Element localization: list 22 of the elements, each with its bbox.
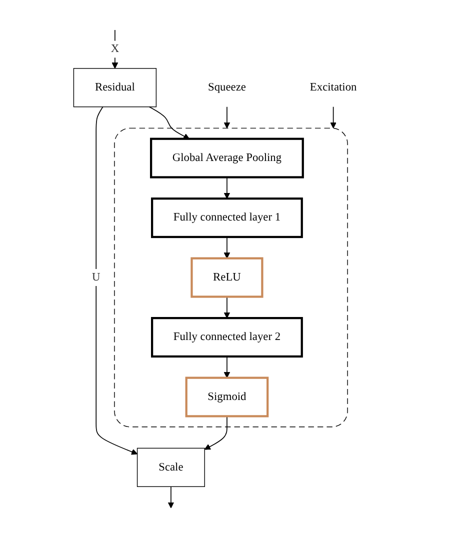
text-label: Squeeze (208, 81, 246, 94)
edge-label: U (92, 269, 100, 286)
dashed-group (114, 128, 348, 428)
activation-box: ReLU (190, 257, 263, 298)
process-box: Residual (72, 68, 156, 108)
arrow (223, 236, 230, 259)
arrow (223, 176, 230, 199)
arrow (223, 296, 230, 318)
edge-label: X (110, 40, 119, 58)
arrow (95, 106, 138, 455)
process-box: Scale (136, 448, 205, 487)
arrow (330, 106, 336, 128)
process-box: Fully connected layer 1 (150, 198, 303, 238)
arrow (148, 106, 190, 140)
arrow (223, 356, 230, 378)
activation-box: Sigmoid (184, 376, 268, 418)
arrow (223, 106, 230, 128)
process-box: Global Average Pooling (150, 138, 304, 178)
arrow (167, 486, 174, 508)
process-box: Fully connected layer 2 (150, 317, 303, 358)
arrow (204, 416, 228, 450)
text-label: Excitation (310, 81, 356, 94)
